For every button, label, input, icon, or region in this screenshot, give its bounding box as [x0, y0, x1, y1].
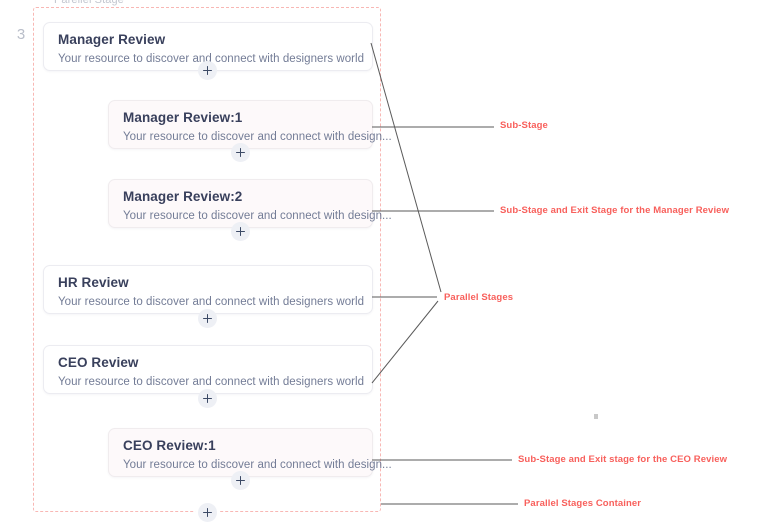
card-title: CEO Review	[58, 355, 139, 370]
card-description: Your resource to discover and connect wi…	[58, 296, 365, 308]
cursor-artifact	[594, 414, 598, 419]
stage-card-ceo-review[interactable]: CEO Review Your resource to discover and…	[43, 345, 373, 394]
sub-stage-card-ceo-review-1[interactable]: CEO Review:1 Your resource to discover a…	[108, 428, 392, 477]
add-parallel-stage-button[interactable]	[198, 503, 217, 522]
annotation-label-parallel-stages: Parallel Stages	[444, 292, 514, 303]
annotation-label-sub-stage-exit-ceo: Sub-Stage and Exit stage for the CEO Rev…	[518, 454, 728, 465]
add-sub-stage-button-manager-review[interactable]	[198, 61, 217, 80]
annotation-label-sub-stage: Sub-Stage	[500, 120, 548, 131]
card-description: Your resource to discover and connect wi…	[123, 210, 392, 222]
sub-stage-card-manager-review-2[interactable]: Manager Review:2 Your resource to discov…	[108, 179, 392, 228]
card-description: Your resource to discover and connect wi…	[123, 131, 392, 143]
card-title: HR Review	[58, 275, 129, 290]
card-description: Your resource to discover and connect wi…	[123, 459, 392, 471]
add-sub-stage-button-hr-review[interactable]	[198, 309, 217, 328]
add-sub-stage-button-ceo-review-1[interactable]	[231, 471, 250, 490]
add-sub-stage-button-manager-review-1[interactable]	[231, 143, 250, 162]
card-title: Manager Review	[58, 32, 166, 47]
parallel-stage-container-label: Parellel Stage	[48, 0, 130, 6]
stage-card-hr-review[interactable]: HR Review Your resource to discover and …	[43, 265, 373, 314]
add-sub-stage-button-manager-review-2[interactable]	[231, 222, 250, 241]
card-title: Manager Review:2	[123, 189, 243, 204]
leader-line-parallel-stages-manager	[370, 42, 442, 293]
card-description: Your resource to discover and connect wi…	[58, 376, 365, 388]
stage-number: 3	[16, 26, 26, 43]
add-sub-stage-button-ceo-review[interactable]	[198, 389, 217, 408]
card-description: Your resource to discover and connect wi…	[58, 53, 365, 65]
annotation-label-sub-stage-exit-manager: Sub-Stage and Exit Stage for the Manager…	[500, 205, 730, 216]
annotation-label-parallel-stages-container: Parallel Stages Container	[524, 498, 642, 509]
card-title: CEO Review:1	[123, 438, 216, 453]
sub-stage-card-manager-review-1[interactable]: Manager Review:1 Your resource to discov…	[108, 100, 392, 149]
leader-line-parallel-stages-ceo	[371, 300, 439, 384]
card-title: Manager Review:1	[123, 110, 243, 125]
